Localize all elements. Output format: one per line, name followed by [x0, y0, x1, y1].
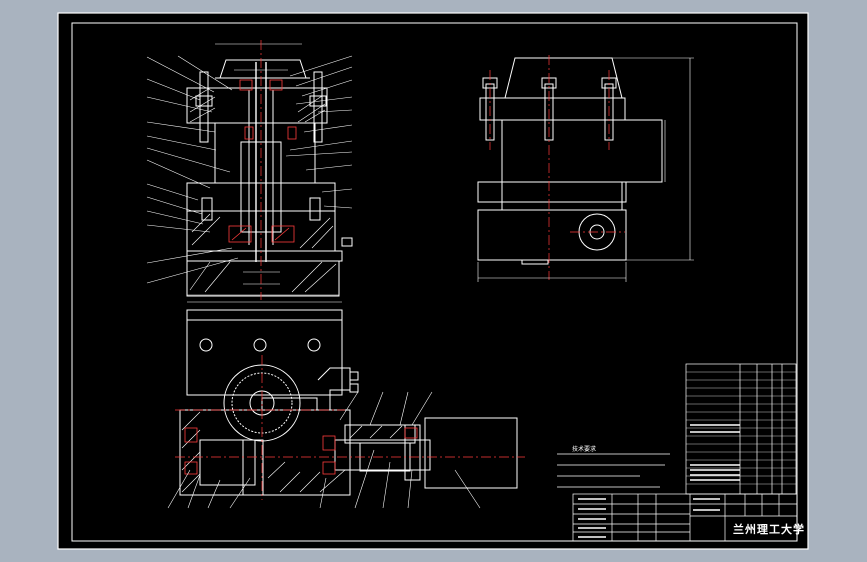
sheet-border [57, 12, 809, 550]
school-name: 兰州理工大学 [733, 523, 805, 536]
frame-border [71, 22, 798, 542]
technical-notes-lines [557, 453, 670, 488]
technical-notes-heading: 技术要求 [572, 446, 597, 453]
balloon-leaders-left [146, 55, 239, 284]
section-view [186, 40, 353, 300]
drawing-sheet [58, 13, 808, 549]
title-block [572, 363, 798, 542]
balloon-leaders-right [285, 55, 353, 209]
side-view [477, 55, 694, 282]
balloon-leaders-bottom [167, 391, 481, 509]
cover-outline [219, 59, 307, 79]
plan-view [175, 301, 525, 500]
